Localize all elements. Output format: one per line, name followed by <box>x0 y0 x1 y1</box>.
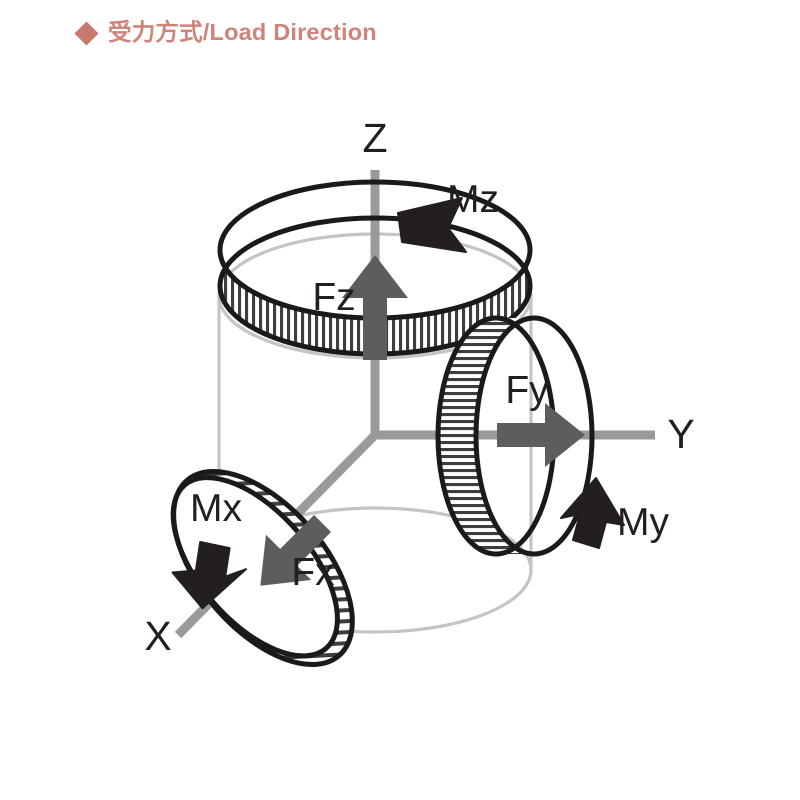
moment-mz-arrowhead <box>397 197 467 253</box>
diagram-svg: Z Y X Fz Fy Fx Mz My Mx <box>144 115 695 668</box>
moment-label-mz: Mz <box>447 178 499 221</box>
force-fx-arrow <box>260 514 332 586</box>
force-label-fx: Fx <box>291 551 335 594</box>
my-band-fill <box>438 318 534 554</box>
moment-label-my: My <box>617 501 669 544</box>
force-fz-arrow <box>342 255 408 360</box>
moment-mx-arrowhead <box>171 540 248 610</box>
page-title: 受力方式/Load Direction <box>108 19 377 46</box>
load-direction-diagram: Z Y X Fz Fy Fx Mz My Mx <box>0 70 800 790</box>
mz-band-fill <box>220 250 530 354</box>
force-fy-arrow <box>497 403 585 467</box>
axis-label-x: X <box>144 613 171 659</box>
force-label-fz: Fz <box>312 276 355 319</box>
axis-label-z: Z <box>362 115 387 161</box>
my-outer-ellipse <box>473 315 595 557</box>
force-label-fy: Fy <box>505 369 549 412</box>
moment-label-mx: Mx <box>190 487 242 530</box>
axis-label-y: Y <box>667 411 694 457</box>
section-header: 受力方式/Load Direction <box>74 16 377 50</box>
diamond-bullet-icon <box>74 20 99 46</box>
moment-my-arrowhead <box>560 477 625 549</box>
